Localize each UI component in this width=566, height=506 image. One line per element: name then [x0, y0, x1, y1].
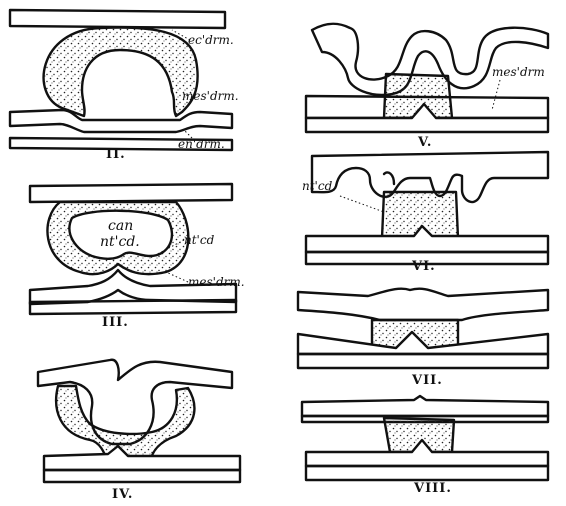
mesoderm-iii-label: mes'drm. [188, 275, 245, 289]
stage-iv-label: IV. [112, 487, 133, 502]
notochord-vi-label: nt'cd. [302, 179, 336, 193]
ectoderm-label: ec'drm. [188, 33, 234, 47]
stage-viii-diagram: VIII. [302, 396, 548, 496]
endoderm-label: en'drm. [178, 137, 225, 151]
stage-iv-diagram: IV. [38, 360, 240, 502]
mesoderm-label: mes'drm. [182, 89, 239, 103]
stage-viii-label: VIII. [413, 481, 452, 496]
stage-v-label: V. [417, 135, 432, 150]
canal-label: can [108, 218, 133, 234]
stage-vi-diagram: nt'cd. VI. [302, 152, 548, 274]
stage-vi-label: VI. [411, 259, 436, 274]
notochord-label: nt'cd [184, 233, 215, 247]
stage-vii-diagram: VII. [298, 289, 548, 388]
stage-vii-label: VII. [411, 373, 443, 388]
stage-iii-label: III. [102, 315, 129, 330]
notochord-inner-label: nt'cd. [100, 234, 140, 250]
stage-ii-label: II. [106, 147, 126, 162]
stage-ii-diagram: II. ec'drm. mes'drm. en'drm. [10, 10, 239, 162]
stage-iii-diagram: can nt'cd. nt'cd mes'drm. III. [30, 184, 245, 330]
mesoderm-v-label: mes'drm [492, 65, 545, 79]
stage-v-diagram: mes'drm V. [306, 24, 548, 150]
